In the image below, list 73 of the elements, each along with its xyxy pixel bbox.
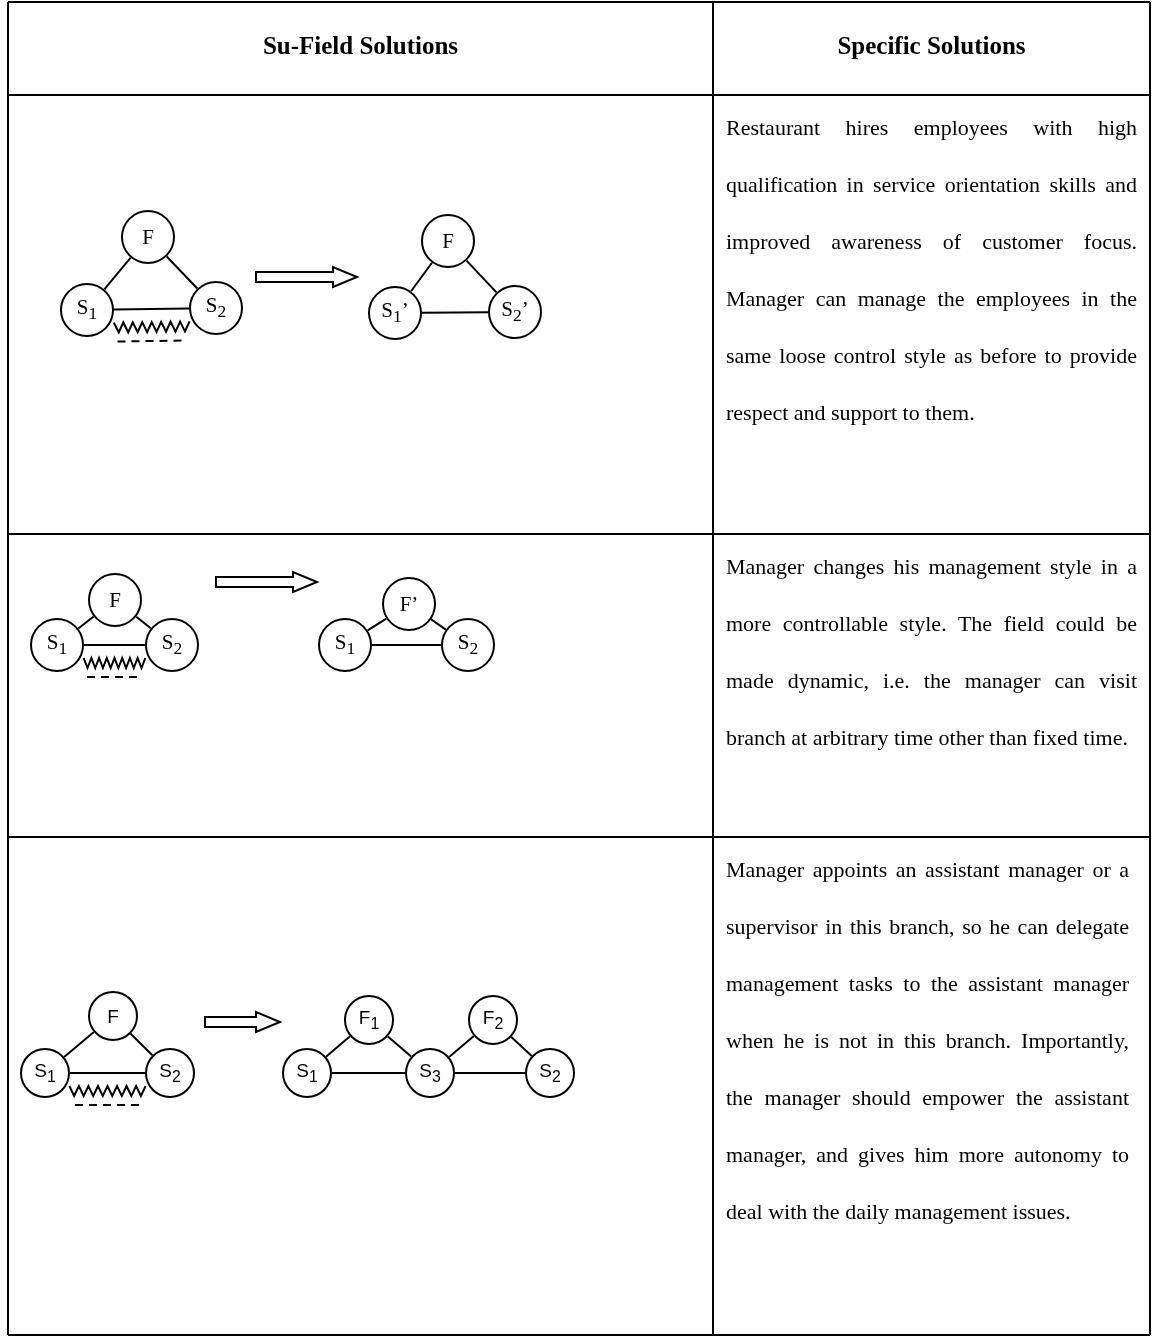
transformation-arrow: [255, 265, 360, 289]
connector-line: [135, 615, 152, 630]
transformation-arrow: [215, 570, 320, 594]
connector-line: [386, 1035, 413, 1058]
element-circle: [421, 214, 475, 268]
circle-label: S$_{2}$: [159, 1061, 181, 1085]
circle-label: S$_{1}$’: [381, 300, 409, 326]
connector-line: [410, 261, 433, 293]
circle-label: S$_{1}$: [296, 1061, 318, 1085]
element-circle: [282, 1048, 332, 1098]
element-circle: [344, 995, 394, 1045]
element-circle: [318, 618, 372, 672]
circle-label: F: [142, 226, 154, 248]
solution-text: Restaurant hires employees with high qualification in service orientation skills and improved awareness of customer focus. Manager can manage the employees in the same loose control style as before to provide respect and support to them.: [726, 114, 1137, 427]
circle-label: S$_{1}$: [34, 1061, 56, 1085]
connector-line: [421, 311, 489, 314]
element-circle: [145, 618, 199, 672]
element-circle: [121, 210, 175, 264]
connector-line: [83, 644, 146, 646]
element-circle: [468, 995, 518, 1045]
element-circle: [20, 1048, 70, 1098]
connector-line: [129, 1032, 154, 1057]
element-circle: [405, 1048, 455, 1098]
connector-line: [366, 617, 388, 632]
circle-label: F$_{2}$: [482, 1008, 504, 1032]
element-circle: [189, 281, 243, 335]
element-circle: [30, 618, 84, 672]
circle-label: S$_{1}$: [334, 632, 356, 658]
transformation-arrow: [204, 1010, 283, 1034]
element-circle: [88, 573, 142, 627]
harmful-interaction-line: [82, 655, 147, 671]
connector-line: [331, 1072, 406, 1074]
circle-label: F$_{1}$: [358, 1008, 380, 1032]
element-circle: [488, 285, 542, 339]
connector-line: [510, 1036, 533, 1057]
solution-text: Manager appoints an assistant manager or a supervisor in this branch, so he can delegate management tasks to the assistant manager when he is not in this branch. Importantly, the manager should empower the assistant manager, and gives him more autonomy to deal with the daily management issues.: [726, 856, 1129, 1226]
column-header: Su-Field Solutions: [261, 32, 460, 60]
connector-line: [430, 618, 447, 631]
circle-label: S$_{2}$: [457, 632, 479, 658]
dashed-line: [74, 1104, 141, 1106]
column-header: Specific Solutions: [836, 32, 1027, 60]
connector-line: [103, 256, 132, 291]
element-circle: [441, 618, 495, 672]
circle-label: F: [109, 589, 121, 611]
harmful-interaction-line: [112, 319, 191, 335]
solution-text: Manager changes his management style in a more controllable style. The field could be made dynamic, i.e. the manager can visit branch at arbitrary time other than fixed time.: [726, 553, 1137, 752]
circle-label: F: [442, 230, 454, 252]
circle-label: S$_{2}$: [161, 632, 183, 658]
element-circle: [525, 1048, 575, 1098]
element-circle: [145, 1048, 195, 1098]
connector-line: [465, 259, 498, 294]
circle-label: S$_{1}$: [76, 297, 98, 323]
connector-line: [63, 1031, 95, 1058]
connector-line: [371, 644, 442, 646]
connector-line: [77, 615, 95, 630]
connector-line: [69, 1072, 146, 1074]
element-circle: [368, 286, 422, 340]
circle-label: S$_{3}$: [419, 1061, 441, 1085]
circle-label: F’: [399, 593, 419, 615]
circle-label: F: [107, 1006, 119, 1026]
element-circle: [88, 991, 138, 1041]
harmful-interaction-line: [68, 1083, 147, 1099]
connector-line: [325, 1035, 351, 1058]
circle-label: S$_{2}$’: [501, 299, 529, 325]
circle-label: S$_{2}$: [205, 295, 227, 321]
connector-line: [448, 1035, 475, 1058]
element-circle: [60, 283, 114, 337]
connector-line: [113, 307, 190, 311]
circle-label: S$_{1}$: [46, 632, 68, 658]
circle-label: S$_{2}$: [539, 1061, 561, 1085]
connector-line: [165, 255, 199, 290]
connector-line: [454, 1072, 526, 1074]
element-circle: [382, 577, 436, 631]
